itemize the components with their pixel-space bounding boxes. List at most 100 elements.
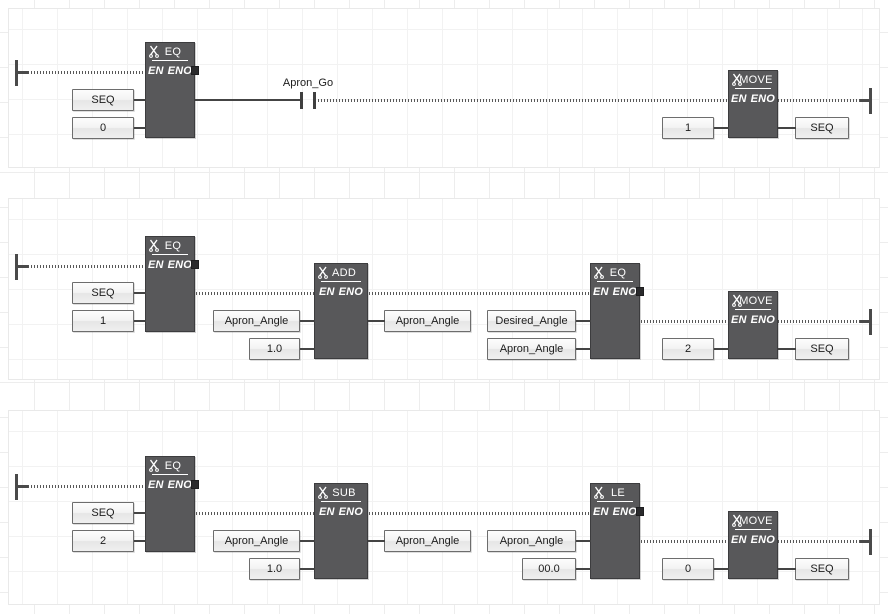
function-block-sub[interactable]: SUB EN ENO bbox=[314, 483, 368, 579]
operand-box[interactable]: 2 bbox=[662, 338, 714, 360]
rung-2-enable-link-2[interactable] bbox=[196, 292, 314, 295]
rung-2-left-rail-stub bbox=[18, 265, 29, 268]
wire-eq1-in2 bbox=[134, 320, 146, 322]
function-block-move[interactable]: MOVE EN ENO bbox=[728, 291, 778, 359]
block-type-label: EQ bbox=[164, 460, 182, 472]
operand-box[interactable]: 00.0 bbox=[522, 558, 576, 580]
rung-2-enable-link-4[interactable] bbox=[641, 320, 728, 323]
wire-move-in bbox=[714, 127, 729, 129]
operand-box[interactable]: Apron_Angle bbox=[213, 530, 300, 552]
rung-2-enable-link-5[interactable] bbox=[778, 320, 863, 323]
operand-box[interactable]: Desired_Angle bbox=[487, 310, 576, 332]
wire-add-in2 bbox=[300, 348, 315, 350]
fb-scissors-icon bbox=[732, 73, 743, 86]
operand-box[interactable]: SEQ bbox=[72, 502, 134, 524]
wire-move-in bbox=[714, 568, 729, 570]
wire-sub-out bbox=[368, 540, 385, 542]
block-header: ADD bbox=[315, 264, 367, 282]
operand-box[interactable]: Apron_Angle bbox=[487, 338, 576, 360]
operand-box[interactable]: 0 bbox=[662, 558, 714, 580]
wire-add-in1 bbox=[300, 320, 315, 322]
eno-label: ENO bbox=[167, 259, 193, 271]
rung-3-right-rail-stub bbox=[860, 540, 871, 543]
function-block-eq[interactable]: EQ EN ENO bbox=[590, 263, 640, 359]
rung-1-eq-eno-pin[interactable] bbox=[191, 66, 199, 75]
operand-box[interactable]: 1.0 bbox=[249, 338, 300, 360]
eno-label: ENO bbox=[750, 314, 776, 326]
operand-box[interactable]: Apron_Angle bbox=[487, 530, 576, 552]
operand-box[interactable]: SEQ bbox=[795, 338, 849, 360]
operand-box[interactable]: 1 bbox=[72, 310, 134, 332]
operand-box[interactable]: SEQ bbox=[795, 117, 849, 139]
block-en-row: EN ENO bbox=[146, 475, 194, 495]
rung-1-enable-link-2[interactable] bbox=[318, 99, 728, 102]
rung-2-eq1-eno-pin[interactable] bbox=[191, 260, 199, 269]
block-type-label: EQ bbox=[609, 267, 627, 279]
eno-label: ENO bbox=[167, 479, 193, 491]
en-label: EN bbox=[730, 534, 747, 546]
en-label: EN bbox=[592, 506, 609, 518]
rung-2-eq2-eno-pin[interactable] bbox=[636, 287, 644, 296]
rung-3-left-power-rail bbox=[15, 474, 18, 500]
en-label: EN bbox=[730, 93, 747, 105]
operand-box[interactable]: 0 bbox=[72, 117, 134, 139]
wire-eq-in2 bbox=[134, 540, 146, 542]
block-header: MOVE bbox=[729, 71, 777, 89]
fb-scissors-icon bbox=[732, 294, 743, 307]
rung-1-enable-link-3[interactable] bbox=[778, 99, 863, 102]
block-type-label: MOVE bbox=[739, 515, 773, 527]
wire-eq-in1 bbox=[134, 99, 146, 101]
wire-le-in1 bbox=[576, 540, 591, 542]
operand-box[interactable]: Apron_Angle bbox=[384, 310, 471, 332]
function-block-eq[interactable]: EQ EN ENO bbox=[145, 456, 195, 552]
operand-box[interactable]: 1 bbox=[662, 117, 714, 139]
block-en-row: EN ENO bbox=[729, 89, 777, 109]
contact-apron-go[interactable]: Apron_Go bbox=[283, 77, 333, 109]
wire-le-in2 bbox=[576, 568, 591, 570]
function-block-move[interactable]: MOVE EN ENO bbox=[728, 70, 778, 138]
contact-bar-right bbox=[313, 92, 316, 109]
fb-scissors-icon bbox=[149, 459, 160, 472]
function-block-eq[interactable]: EQ EN ENO bbox=[145, 42, 195, 138]
operand-box[interactable]: SEQ bbox=[795, 558, 849, 580]
block-header: LE bbox=[591, 484, 639, 502]
block-type-label: EQ bbox=[164, 240, 182, 252]
rung-2-enable-link-3[interactable] bbox=[369, 292, 590, 295]
operand-box[interactable]: 1.0 bbox=[249, 558, 300, 580]
block-header: EQ bbox=[591, 264, 639, 282]
block-en-row: EN ENO bbox=[146, 255, 194, 275]
rung-3-le-eno-pin[interactable] bbox=[636, 507, 644, 516]
block-type-label: ADD bbox=[331, 267, 357, 279]
function-block-move[interactable]: MOVE EN ENO bbox=[728, 511, 778, 579]
function-block-le[interactable]: LE EN ENO bbox=[590, 483, 640, 579]
rung-3-enable-link-5[interactable] bbox=[778, 540, 863, 543]
rung-2-left-power-rail bbox=[15, 254, 18, 280]
en-label: EN bbox=[147, 259, 164, 271]
rung-3-enable-link-2[interactable] bbox=[196, 512, 314, 515]
function-block-add[interactable]: ADD EN ENO bbox=[314, 263, 368, 359]
block-en-row: EN ENO bbox=[146, 61, 194, 81]
function-block-eq[interactable]: EQ EN ENO bbox=[145, 236, 195, 332]
wire-move-out bbox=[778, 568, 796, 570]
rung-3-enable-link-3[interactable] bbox=[369, 512, 590, 515]
operand-box[interactable]: Apron_Angle bbox=[213, 310, 300, 332]
wire-eq-out-to-contact bbox=[195, 99, 300, 101]
eno-label: ENO bbox=[338, 286, 364, 298]
operand-box[interactable]: 2 bbox=[72, 530, 134, 552]
rung-3-eq-eno-pin[interactable] bbox=[191, 480, 199, 489]
rung-2-enable-link-1[interactable] bbox=[28, 265, 145, 268]
rung-1-enable-link-1[interactable] bbox=[28, 71, 145, 74]
block-header: SUB bbox=[315, 484, 367, 502]
eno-label: ENO bbox=[167, 65, 193, 77]
block-en-row: EN ENO bbox=[591, 282, 639, 302]
en-label: EN bbox=[318, 506, 335, 518]
operand-box[interactable]: SEQ bbox=[72, 282, 134, 304]
block-header: MOVE bbox=[729, 292, 777, 310]
rung-3-enable-link-4[interactable] bbox=[641, 540, 728, 543]
en-label: EN bbox=[147, 479, 164, 491]
rung-3-enable-link-1[interactable] bbox=[28, 485, 145, 488]
operand-box[interactable]: Apron_Angle bbox=[384, 530, 471, 552]
operand-box[interactable]: SEQ bbox=[72, 89, 134, 111]
block-header: EQ bbox=[146, 457, 194, 475]
